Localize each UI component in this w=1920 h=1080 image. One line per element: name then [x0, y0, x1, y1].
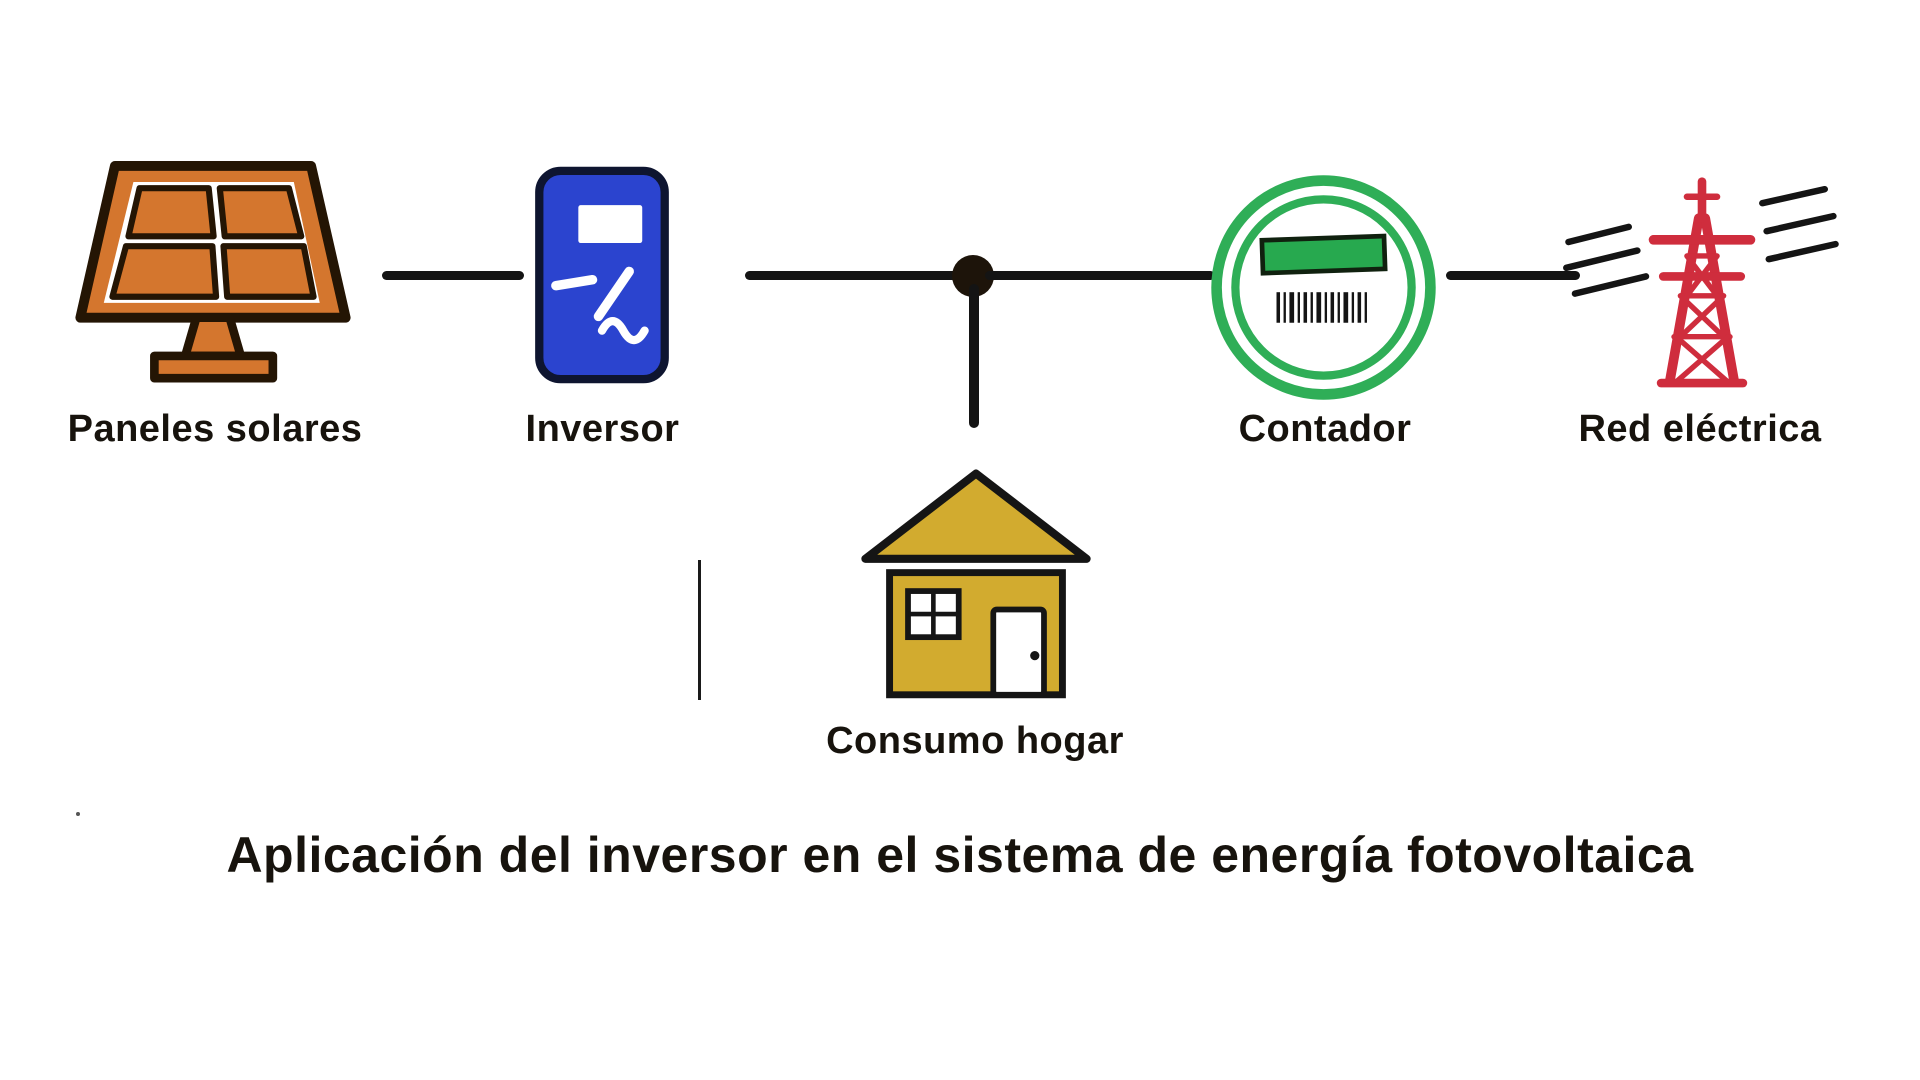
transmission-tower-icon	[1562, 155, 1842, 400]
solar-panel-icon	[68, 152, 358, 402]
stray-dot-mark	[76, 812, 80, 816]
label-paneles-solares: Paneles solares	[67, 408, 363, 450]
stray-vertical-mark	[698, 560, 701, 700]
connector-meter-grid	[1446, 271, 1580, 280]
label-contador: Contador	[1238, 408, 1412, 450]
house-icon	[855, 460, 1097, 706]
connector-inverter-junction	[745, 271, 970, 280]
connector-junction-meter	[985, 271, 1215, 280]
label-red-electrica: Red eléctrica	[1578, 408, 1822, 450]
grid-speed-lines	[1563, 185, 1839, 297]
inverter-icon	[531, 162, 673, 388]
label-consumo-hogar: Consumo hogar	[826, 720, 1124, 762]
connector-junction-house	[969, 284, 979, 428]
label-inversor: Inversor	[525, 408, 680, 450]
diagram-title: Aplicación del inversor en el sistema de…	[226, 827, 1694, 883]
energy-meter-icon	[1206, 170, 1441, 405]
connector-panel-inverter	[382, 271, 524, 280]
